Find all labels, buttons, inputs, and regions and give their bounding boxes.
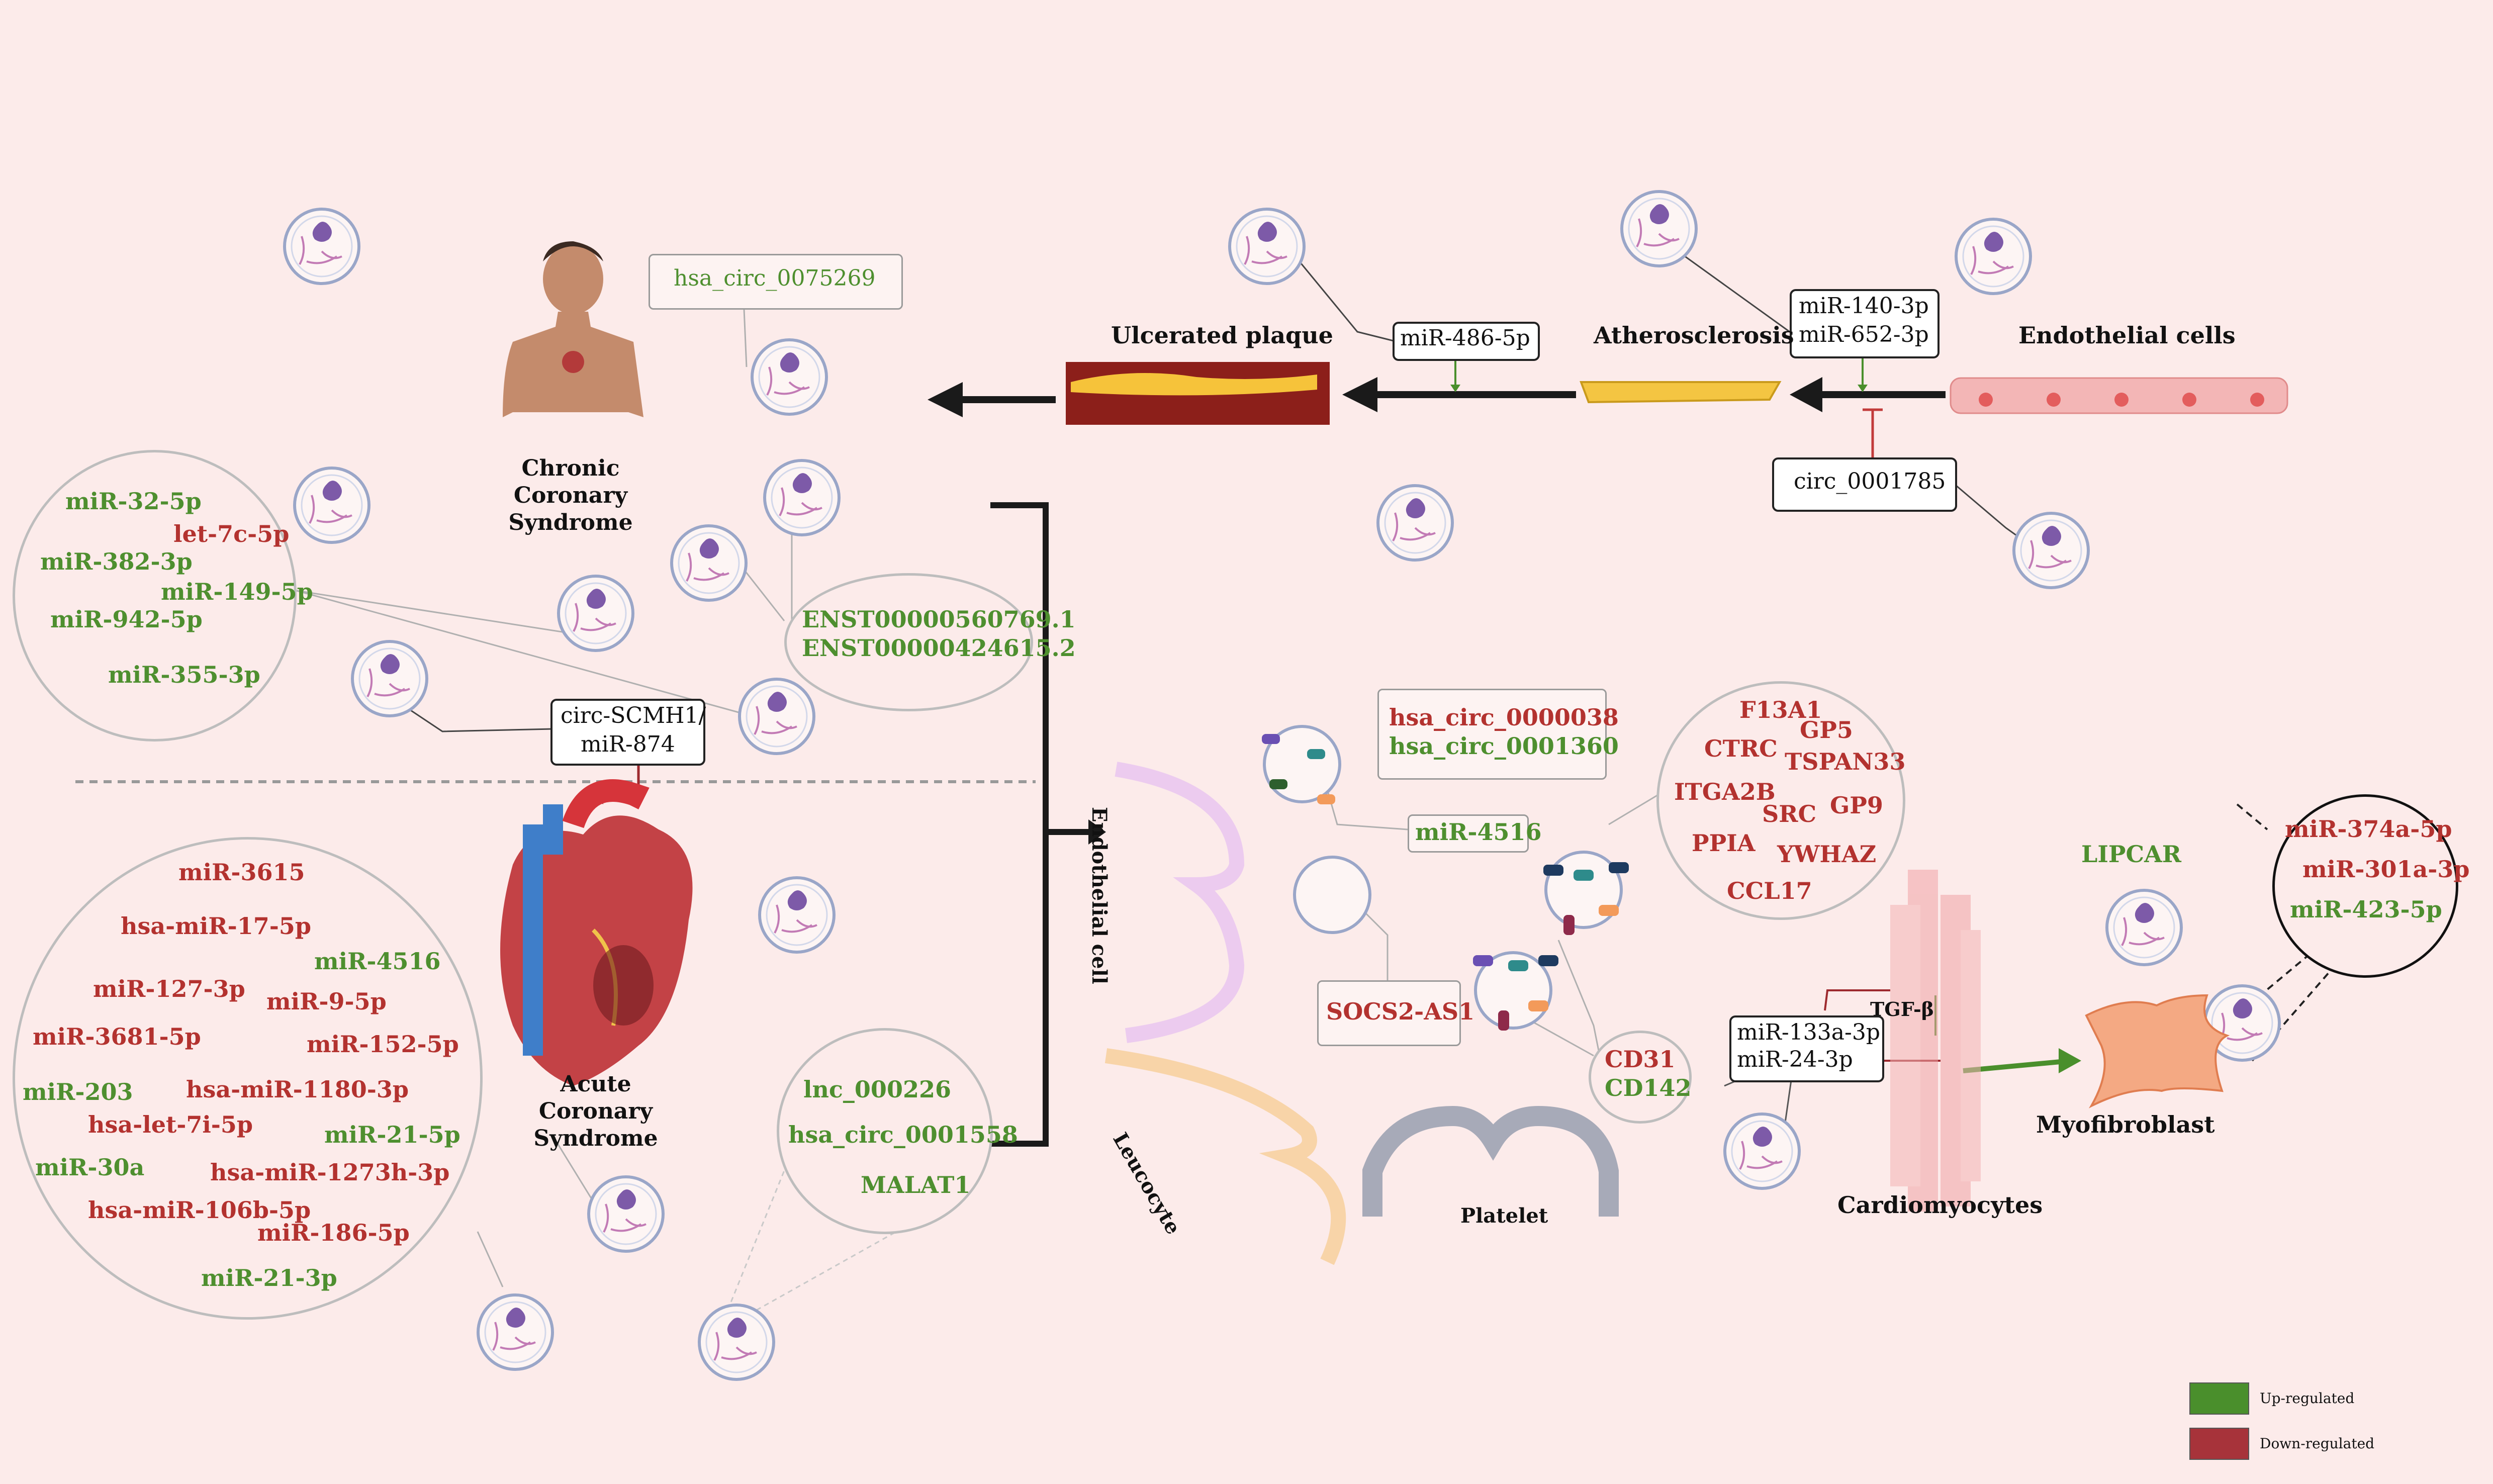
platelet-protein-circle <box>1656 681 1905 920</box>
legend-down-swatch <box>2189 1428 2249 1460</box>
plaque-icon <box>1066 362 1330 425</box>
label-mir-4516: miR-4516 <box>1415 818 1542 846</box>
myo-item: miR-423-5p <box>2290 896 2442 923</box>
heart-icon <box>500 779 693 1086</box>
platelet-vesicle-icons <box>1262 725 1629 1031</box>
platelet-item: CCL17 <box>1727 877 1812 904</box>
acute-item: hsa-miR-106b-5p <box>88 1196 311 1224</box>
label-acute-coronary-syndrome: Acute Coronary Syndrome <box>533 1071 658 1151</box>
label-mir-652: miR-652-3p <box>1799 322 1929 347</box>
platelet-item: TSPAN33 <box>1785 748 1906 775</box>
label-cardiomyocytes: Cardiomyocytes <box>1837 1191 2043 1219</box>
platelet-item: PPIA <box>1692 829 1756 857</box>
box-mir-133a-24 <box>1729 1015 1884 1082</box>
legend-up-label: Up-regulated <box>2260 1390 2355 1407</box>
acute-item: hsa-miR-1180-3p <box>186 1076 409 1103</box>
label-endothelial-cells: Endothelial cells <box>2018 322 2236 349</box>
box-socs2-as1 <box>1317 980 1461 1046</box>
myofibroblast-mirna-circle <box>2272 794 2458 978</box>
acute-item: miR-152-5p <box>307 1031 459 1058</box>
platelet-item: YWHAZ <box>1777 841 1877 868</box>
chronic-item: let-7c-5p <box>173 520 290 547</box>
chronic-item: miR-149-5p <box>161 578 313 605</box>
acute-item: miR-203 <box>23 1078 133 1105</box>
box-hsa-circ-0075269 <box>649 254 903 310</box>
platelet-item: GP5 <box>1800 716 1853 744</box>
box-mir-4516 <box>1408 814 1529 853</box>
cd-item: CD31 <box>1605 1046 1676 1073</box>
box-mir-486 <box>1393 322 1540 361</box>
chronic-item: miR-32-5p <box>65 488 202 515</box>
label-chronic-coronary-syndrome: Chronic Coronary Syndrome <box>508 455 633 535</box>
label-platelet: Platelet <box>1460 1204 1548 1228</box>
lnc-circle <box>777 1028 993 1234</box>
box-circ-0001785 <box>1772 457 1957 512</box>
label-circ-scmh1: circ-SCMH1/ <box>561 703 706 728</box>
platelet-item: SRC <box>1762 800 1817 827</box>
acute-item: miR-4516 <box>314 948 441 975</box>
label-socs2-as1: SOCS2-AS1 <box>1326 998 1475 1025</box>
acute-item: miR-30a <box>35 1154 145 1181</box>
platelet-item: GP9 <box>1830 792 1883 819</box>
endothelial-cell-icon <box>1115 762 1245 1043</box>
atherosclerosis-icon <box>1580 381 1782 404</box>
label-atherosclerosis: Atherosclerosis <box>1594 322 1794 349</box>
label-endothelial-cell: Endothelial cell <box>1087 807 1111 984</box>
enst-item: ENST00000560769.1 <box>802 606 1076 633</box>
label-hsa-circ-0075269: hsa_circ_0075269 <box>674 265 876 291</box>
acute-item: miR-9-5p <box>266 988 387 1015</box>
cardiomyocyte-icon <box>1890 870 1981 1212</box>
label-mir-133a: miR-133a-3p <box>1737 1019 1881 1045</box>
label-ulcerated-plaque: Ulcerated plaque <box>1111 322 1333 349</box>
label-mir-24: miR-24-3p <box>1737 1047 1853 1072</box>
myo-item: miR-374a-5p <box>2285 815 2452 843</box>
cd-circle <box>1589 1031 1692 1124</box>
myofibroblast-icon <box>2085 994 2230 1108</box>
chronic-mirna-circle <box>13 450 297 741</box>
label-lipcar: LIPCAR <box>2081 841 2181 868</box>
box-mir-140-652 <box>1790 289 1940 358</box>
label-mir-486: miR-486-5p <box>1400 325 1530 351</box>
lnc-item: hsa_circ_0001558 <box>788 1121 1018 1148</box>
endothelial-layer-icon <box>1950 377 2288 414</box>
label-hsa-circ-0001360: hsa_circ_0001360 <box>1389 732 1619 760</box>
chronic-item: miR-355-3p <box>108 661 260 688</box>
acute-item: hsa-let-7i-5p <box>88 1111 253 1138</box>
label-mir-140: miR-140-3p <box>1799 293 1929 319</box>
leucocyte-icon <box>1104 1048 1346 1265</box>
acute-mirna-circle <box>13 837 483 1320</box>
acute-item: hsa-miR-17-5p <box>121 912 311 940</box>
lnc-item: lnc_000226 <box>803 1076 951 1103</box>
legend-up-swatch <box>2189 1382 2249 1415</box>
platelet-item: CTRC <box>1704 735 1778 762</box>
platelet-item: ITGA2B <box>1674 778 1776 805</box>
chronic-item: miR-382-3p <box>40 548 193 575</box>
acute-item: hsa-miR-1273h-3p <box>210 1159 450 1186</box>
lnc-item: MALAT1 <box>861 1171 971 1198</box>
legend-down-label: Down-regulated <box>2260 1435 2375 1452</box>
enst-circle <box>784 573 1033 711</box>
acute-item: miR-127-3p <box>93 975 245 1002</box>
acute-item: miR-3681-5p <box>33 1023 201 1050</box>
box-circ-scmh1 <box>550 699 705 766</box>
label-circ-0001785: circ_0001785 <box>1794 469 1946 494</box>
acute-item: miR-3615 <box>178 859 305 886</box>
acute-item: miR-186-5p <box>257 1219 410 1246</box>
enst-item: ENST00000424615.2 <box>802 634 1076 662</box>
label-myofibroblast: Myofibroblast <box>2036 1111 2215 1138</box>
box-hsa-circ-0000038 <box>1377 689 1607 780</box>
chronic-item: miR-942-5p <box>50 606 203 633</box>
cd-item: CD142 <box>1605 1074 1692 1101</box>
platelet-icon <box>1362 1105 1619 1217</box>
myo-item: miR-301a-3p <box>2302 856 2470 883</box>
label-hsa-circ-0000038: hsa_circ_0000038 <box>1389 704 1619 731</box>
acute-item: miR-21-5p <box>324 1121 460 1148</box>
human-patient-icon <box>503 241 643 417</box>
platelet-item: F13A1 <box>1739 696 1822 723</box>
acute-item: miR-21-3p <box>201 1264 337 1291</box>
label-mir-874: miR-874 <box>581 731 675 757</box>
